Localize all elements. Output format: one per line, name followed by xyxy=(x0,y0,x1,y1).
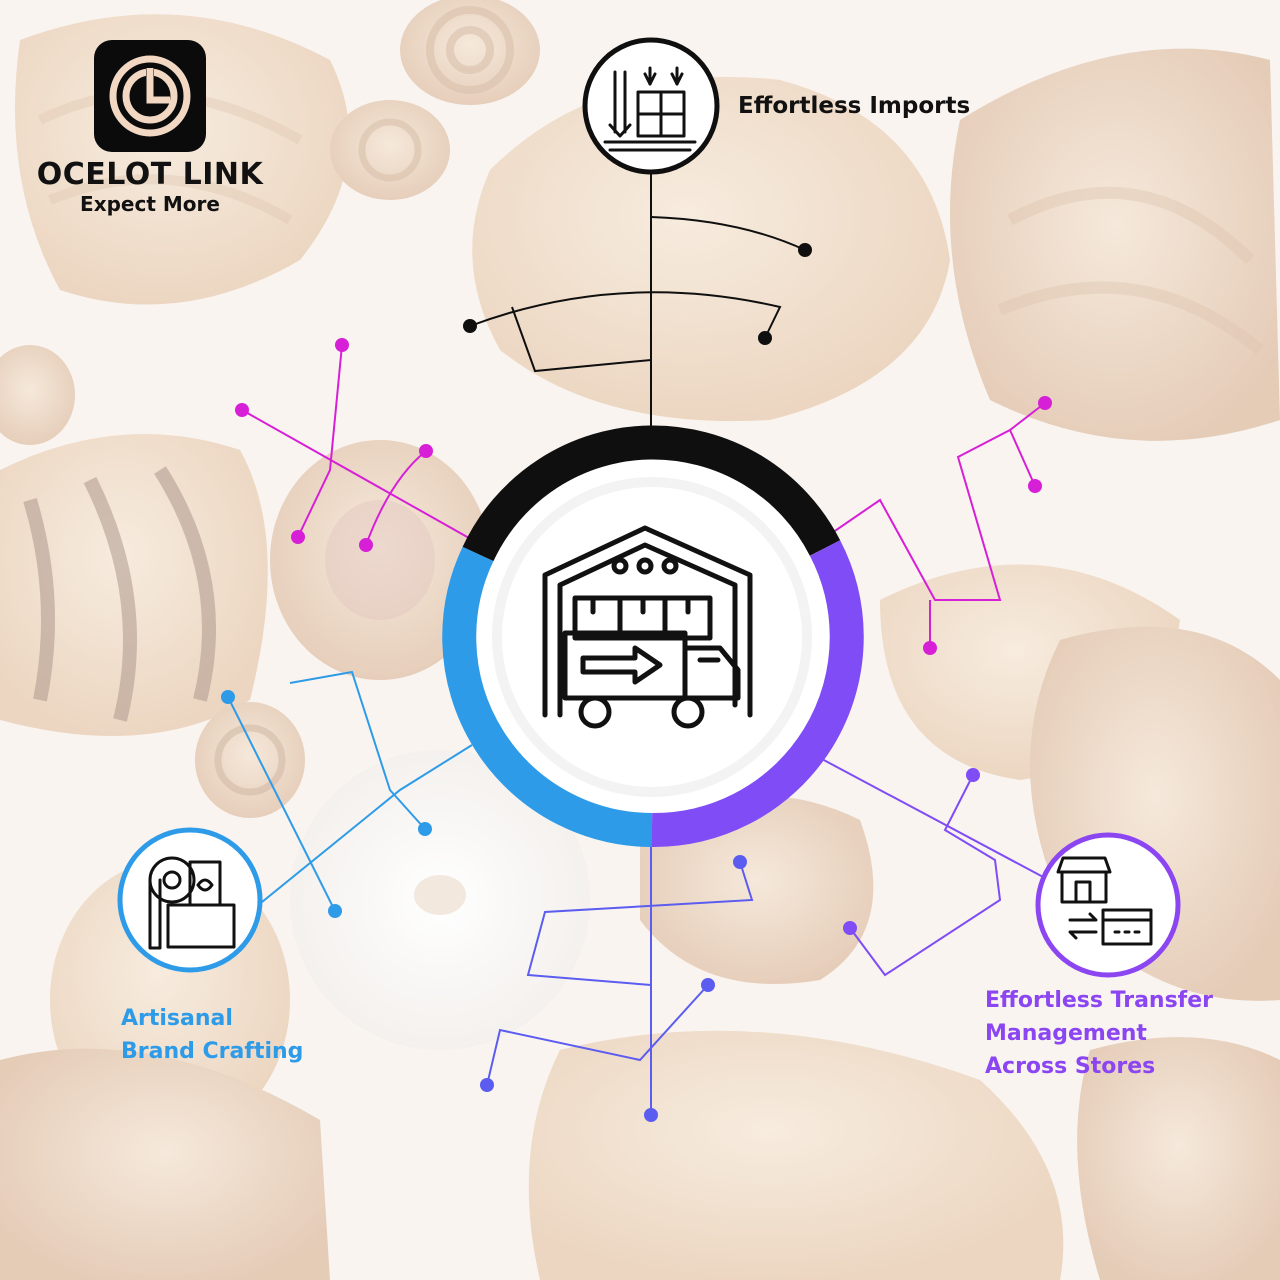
brioche-shape xyxy=(472,48,1280,441)
store-transfer-icon xyxy=(1056,856,1153,946)
clock-logo-icon xyxy=(109,55,191,137)
transfer-label-line: Effortless Transfer xyxy=(985,988,1214,1013)
brand-logo: OCELOT LINK Expect More xyxy=(30,40,270,220)
import-pallet-icon xyxy=(603,66,697,152)
magenta-left-connectors xyxy=(241,344,486,548)
transfer-label-line: Across Stores xyxy=(985,1054,1156,1079)
blue-connectors xyxy=(227,670,473,929)
brand-crafting-label-line: Artisanal xyxy=(121,1006,233,1031)
imports-label-line: Effortless Imports xyxy=(738,93,971,119)
black-connector-dots xyxy=(463,243,812,345)
cinnamon-roll-shape xyxy=(0,0,540,445)
violet-dots xyxy=(843,768,980,935)
indigo-connectors xyxy=(486,838,754,1115)
transfer-node xyxy=(1035,832,1181,978)
magenta-right-connectors xyxy=(809,402,1046,648)
gift-wrapping-icon xyxy=(148,856,236,950)
blue-dots xyxy=(221,690,432,918)
magenta-left-dots xyxy=(235,338,433,552)
black-connectors xyxy=(469,160,806,438)
logo-tile xyxy=(94,40,206,152)
violet-connectors xyxy=(819,757,1046,977)
imports-node xyxy=(582,37,720,175)
brand-crafting-label-line: Brand Crafting xyxy=(121,1039,304,1064)
transfer-label: Effortless Transfer Management Across St… xyxy=(985,984,1213,1083)
brand-crafting-node xyxy=(117,827,263,973)
loaf-shape xyxy=(528,795,1280,1280)
magenta-right-dots xyxy=(923,396,1052,655)
indigo-dots xyxy=(480,855,747,1122)
donut-shape xyxy=(290,750,590,1050)
brand-name: OCELOT LINK xyxy=(36,157,264,192)
transfer-label-line: Management xyxy=(985,1021,1147,1046)
warehouse-delivery-truck-icon xyxy=(542,525,753,729)
brand-tagline: Expect More xyxy=(80,192,220,216)
imports-label: Effortless Imports xyxy=(738,90,970,123)
chocolate-pastry-shape xyxy=(0,434,268,736)
danish-shape xyxy=(270,440,1280,1001)
brand-crafting-label: Artisanal Brand Crafting xyxy=(121,1002,303,1068)
